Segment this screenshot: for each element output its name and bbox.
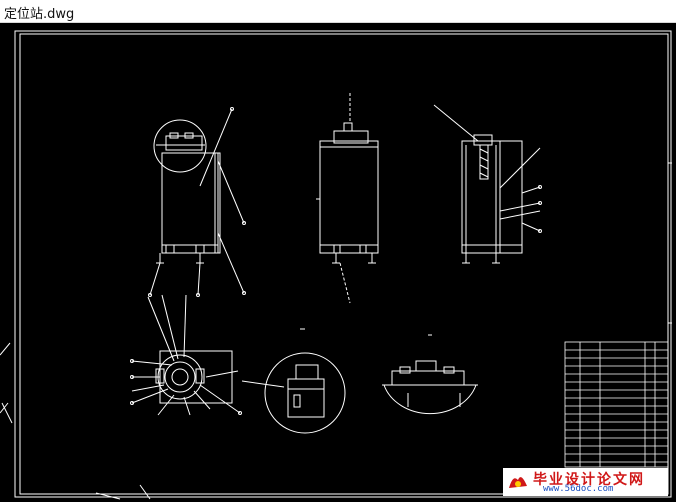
window-title: 定位站.dwg [4,7,75,22]
drawing-border [14,30,672,498]
watermark-banner: 毕业设计论文网 www.56doc.com [503,468,668,496]
inner-border [19,33,669,495]
cad-drawing [0,30,672,500]
title-block [564,341,669,468]
logo-flame-icon [507,472,529,490]
watermark-url: www.56doc.com [543,484,614,494]
section-view [433,104,542,264]
detail-view [241,328,346,434]
plan-view [130,294,242,416]
title-bar: 定位站.dwg [0,0,676,23]
side-elevation-view [316,93,379,304]
drawing-canvas[interactable]: 毕业设计论文网 www.56doc.com [0,23,676,502]
watermark-text: 毕业设计论文网 [533,472,645,488]
front-elevation-view [148,107,246,297]
base-section-view [382,334,478,415]
